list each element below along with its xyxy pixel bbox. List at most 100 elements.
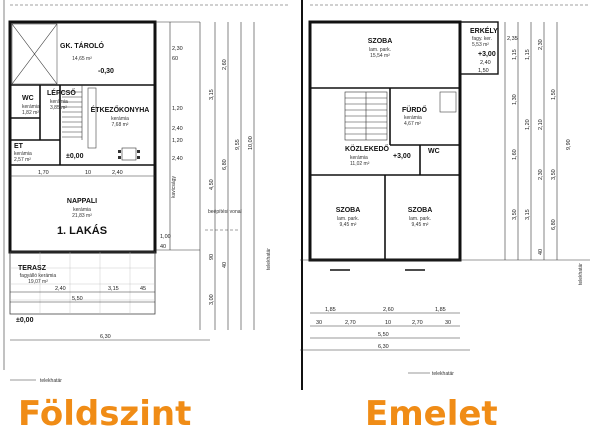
ground-main-level: ±0,00: [66, 153, 84, 160]
ground-storage-name: GK. TÁROLÓ: [60, 41, 104, 50]
ground-living-area: 21,83 m²: [72, 213, 92, 219]
ground-dim-vert-1: 3,15: [209, 89, 215, 100]
ground-border-label-right: telekhatár: [266, 248, 272, 270]
upper-dim-right-2: 2,40: [480, 60, 491, 66]
upper-border-label-bottom: telekhatár: [432, 371, 454, 377]
ground-dim-vert-6: 10,00: [248, 136, 254, 150]
upper-balcony-level: +3,00: [478, 51, 496, 58]
ground-hall-floor: kerámia: [14, 151, 32, 157]
ground-dim-vert-5: 9,55: [235, 139, 241, 150]
upper-dim-right-4: 1,15: [512, 49, 518, 60]
upper-dim-b1-3: 1,85: [435, 307, 446, 313]
ground-dim-vert-7: 90: [209, 254, 215, 260]
upper-bed1-area: 15,54 m²: [370, 53, 390, 59]
upper-corridor-level: +3,00: [393, 153, 411, 160]
upper-dim-b2-3: 10: [385, 320, 391, 326]
ground-dim-bottom-3: 45: [140, 286, 146, 292]
upper-floor-plan: SZOBA lam. park. 15,54 m² ERKÉLY fagy. k…: [300, 4, 590, 377]
ground-stair-area: 3,85 m²: [50, 105, 67, 111]
ground-dim-right-7: 1,00: [160, 234, 171, 240]
upper-bed3-area: 9,45 m²: [412, 222, 429, 228]
ground-kitchen-floor: kerámia: [111, 116, 129, 122]
ground-dim-right-8: 40: [160, 244, 166, 250]
upper-dim-b4: 6,30: [378, 344, 389, 350]
upper-dim-b2-1: 30: [316, 320, 322, 326]
upper-wc-name: WC: [428, 148, 440, 155]
ground-dim-vert-3: 4,50: [209, 179, 215, 190]
ground-storage-level: -0,30: [98, 68, 114, 75]
upper-bed2-floor: lam. park.: [337, 216, 359, 222]
upper-dim-right-6: 1,30: [512, 94, 518, 105]
upper-bath-name: FÜRDŐ: [402, 105, 427, 114]
upper-dim-right-9: 3,15: [525, 209, 531, 220]
upper-bed2-name: SZOBA: [336, 207, 361, 214]
upper-corridor-name: KÖZLEKEDŐ: [345, 144, 390, 153]
upper-dim-vert-7: 9,90: [566, 139, 572, 150]
ground-storage-area: 14,65 m²: [72, 56, 92, 62]
ground-dim-vert-8: 40: [222, 262, 228, 268]
ground-dim-bottom-1: 2,40: [55, 286, 66, 292]
upper-dim-vert-8: 6,80: [551, 219, 557, 230]
ground-wc-floor: kerámia: [22, 104, 40, 110]
upper-dim-vert-3: 1,60: [512, 149, 518, 160]
ground-stair-name: LÉPCSŐ: [47, 88, 76, 97]
upper-bed3-floor: lam. park.: [409, 216, 431, 222]
ground-terrace-name: TERASZ: [18, 265, 47, 272]
upper-bath-floor: kerámia: [404, 115, 422, 121]
ground-kitchen-name: ÉTKEZŐKONYHA: [91, 105, 150, 114]
ground-terrace-level: ±0,00: [16, 317, 34, 324]
upper-corridor-area: 11,02 m²: [350, 161, 370, 167]
ground-stair-floor: kerámia: [50, 99, 68, 105]
ground-wc-name: WC: [22, 95, 34, 102]
upper-bed2-area: 9,45 m²: [340, 222, 357, 228]
ground-build-line-label: beépítési vonal: [208, 209, 242, 215]
upper-dim-vert-4: 2,30: [538, 169, 544, 180]
upper-dim-b2-4: 2,70: [412, 320, 423, 326]
upper-bed3-name: SZOBA: [408, 207, 433, 214]
upper-dim-vert-1: 1,20: [525, 119, 531, 130]
ground-dim-bottom-total: 5,50: [72, 296, 83, 302]
ground-dim-right-2: 60: [172, 56, 178, 62]
upper-balcony-name: ERKÉLY: [470, 26, 498, 35]
upper-dim-right-1: 2,35: [507, 36, 518, 42]
ground-wc-area: 1,82 m²: [22, 110, 39, 116]
ground-living-name: NAPPALI: [67, 198, 97, 205]
ground-dim-mid-2: 10: [85, 170, 91, 176]
ground-dim-right-5: 1,20: [172, 138, 183, 144]
ground-living-floor: kerámia: [73, 207, 91, 213]
upper-border-label-right: telekhatár: [578, 263, 584, 285]
ground-dim-right-3: 1,20: [172, 106, 183, 112]
upper-dim-vert-6: 1,50: [551, 89, 557, 100]
upper-dim-b2-2: 2,70: [345, 320, 356, 326]
ground-dim-right-1: 2,30: [172, 46, 183, 52]
ground-gravel-label: kavicságy: [171, 176, 177, 198]
ground-floor-title: Földszint: [18, 394, 191, 434]
upper-floor-title: Emelet: [365, 394, 498, 434]
ground-dim-mid-3: 2,40: [112, 170, 123, 176]
ground-terrace-floor: fagyálló kerámia: [20, 273, 57, 279]
ground-unit-label: 1. LAKÁS: [57, 224, 107, 237]
ground-border-label-bottom: telekhatár: [40, 378, 62, 384]
upper-dim-vert-2: 2,10: [538, 119, 544, 130]
upper-dim-b3: 5,50: [378, 332, 389, 338]
upper-bed1-name: SZOBA: [368, 38, 393, 45]
upper-dim-right-5: 1,15: [525, 49, 531, 60]
upper-balcony-floor: fagy. ker.: [472, 36, 492, 42]
ground-hall-area: 2,57 m²: [14, 157, 31, 163]
ground-dim-vert-4: 6,80: [222, 159, 228, 170]
upper-dim-right-10: 40: [538, 249, 544, 255]
ground-dim-vert-2: 2,60: [222, 59, 228, 70]
upper-dim-b1-2: 2,60: [383, 307, 394, 313]
ground-kitchen-area: 7,68 m²: [112, 122, 129, 128]
ground-terrace-area: 19,07 m²: [28, 279, 48, 285]
upper-dim-b2-5: 30: [445, 320, 451, 326]
ground-hall-name: ET: [14, 143, 24, 150]
upper-dim-right-7: 2,30: [538, 39, 544, 50]
ground-floor-plan: GK. TÁROLÓ 14,65 m² -0,30 WC kerámia 1,8…: [3, 0, 290, 384]
upper-balcony-outline: [459, 21, 499, 75]
upper-dim-right-3: 1,50: [478, 68, 489, 74]
ground-dim-right-4: 2,40: [172, 126, 183, 132]
ground-dim-right-6: 2,40: [172, 156, 183, 162]
upper-bath-area: 4,67 m²: [404, 121, 421, 127]
